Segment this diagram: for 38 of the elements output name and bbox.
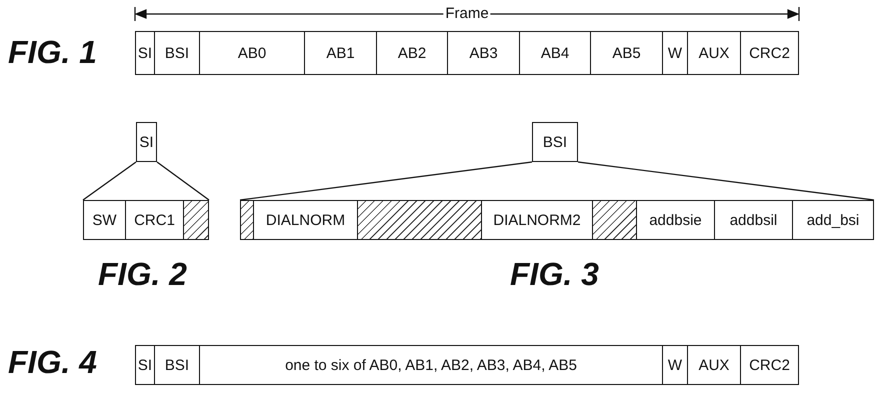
field-cell: SW xyxy=(83,200,126,240)
field-cell: one to six of AB0, AB1, AB2, AB3, AB4, AB5 xyxy=(199,345,663,385)
field-cell: CRC1 xyxy=(125,200,184,240)
field-cell: W xyxy=(662,31,688,75)
field-cell: AB2 xyxy=(376,31,448,75)
field-cell: SI xyxy=(135,345,155,385)
field-cell: AB1 xyxy=(304,31,377,75)
hatched-cell xyxy=(592,200,637,240)
expansion-line xyxy=(578,161,874,201)
hatched-cell xyxy=(183,200,209,240)
figure-label: FIG. 2 xyxy=(98,256,187,293)
field-cell: addbsil xyxy=(714,200,793,240)
figure-label: FIG. 1 xyxy=(8,34,97,71)
field-cell: BSI xyxy=(154,345,200,385)
figure-label: FIG. 3 xyxy=(510,256,599,293)
field-cell: AB3 xyxy=(447,31,520,75)
expansion-line xyxy=(156,162,210,200)
expansion-line xyxy=(240,161,532,201)
hatched-cell xyxy=(357,200,482,240)
field-cell: AUX xyxy=(687,31,741,75)
field-box: SI xyxy=(136,122,157,162)
field-cell: CRC2 xyxy=(740,345,799,385)
field-box: BSI xyxy=(532,122,578,162)
expansion-line xyxy=(82,162,136,200)
figure-label: FIG. 4 xyxy=(8,344,97,381)
field-cell: add_bsi xyxy=(792,200,874,240)
field-cell: CRC2 xyxy=(740,31,799,75)
field-cell: AB0 xyxy=(199,31,305,75)
field-cell: addbsie xyxy=(636,200,715,240)
field-cell: W xyxy=(662,345,688,385)
field-cell: AB5 xyxy=(590,31,663,75)
field-cell: DIALNORM xyxy=(253,200,358,240)
field-cell: AUX xyxy=(687,345,741,385)
field-cell: DIALNORM2 xyxy=(481,200,593,240)
field-cell: SI xyxy=(135,31,155,75)
field-cell: BSI xyxy=(154,31,200,75)
hatched-cell xyxy=(240,200,254,240)
field-cell: AB4 xyxy=(519,31,591,75)
